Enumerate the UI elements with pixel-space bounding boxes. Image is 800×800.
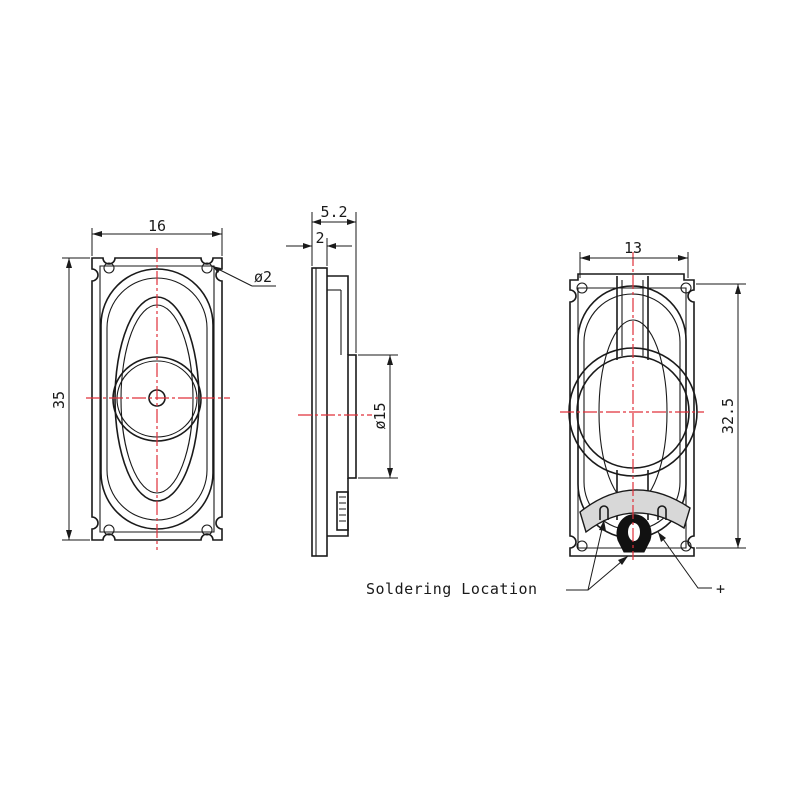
soldering-location-label: Soldering Location [366,580,538,598]
front-outer-frame [91,257,223,541]
rear-view: 13 32.5 Soldering Location + [366,239,746,598]
rear-stadium-body [577,285,687,539]
side-frame-plate [311,267,328,557]
front-view: 16 35 ø2 [50,217,276,550]
side-solder-tab [336,491,349,531]
front-stadium-body [100,268,214,530]
front-hole-dim: ø2 [254,268,272,286]
positive-terminal-label: + [716,580,726,598]
rear-width-dim: 13 [624,239,642,257]
rear-height-dim: 32.5 [719,398,737,434]
front-width-dim: 16 [148,217,166,235]
side-flange-dim: 2 [315,229,324,247]
side-depth-dim: 5.2 [320,203,347,221]
side-magnet [347,354,357,479]
side-view: 5.2 2 ø15 [286,203,398,557]
side-magnet-dim: ø15 [371,402,389,429]
front-height-dim: 35 [50,391,68,409]
rear-solder-pad [579,489,691,534]
